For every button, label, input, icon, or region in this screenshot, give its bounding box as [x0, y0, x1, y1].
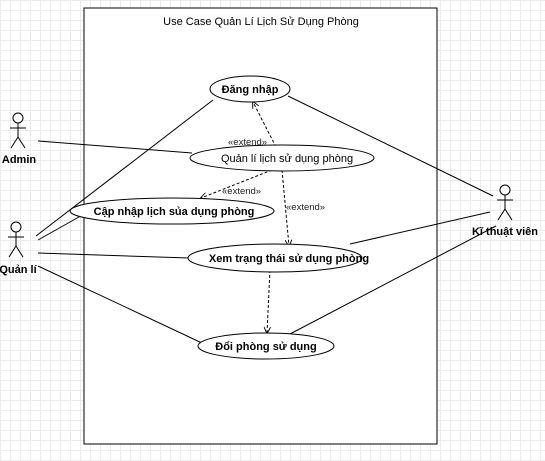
actor-head-icon	[499, 184, 511, 196]
system-title: Use Case Quản Lí Lịch Sử Dụng Phòng	[163, 16, 359, 28]
assoc-ktv-dangnhap	[287, 95, 494, 197]
actor-label-quan-li: Quản lí	[0, 264, 38, 276]
extend-relations	[201, 102, 289, 333]
actor-admin[interactable]	[10, 112, 26, 149]
assoc-quanli-capnhap	[37, 212, 87, 241]
use-case-quan-li-lich[interactable]: Quản lí lịch sử dụng phòng	[189, 144, 375, 172]
use-case-dang-nhap[interactable]: Đăng nhập	[209, 75, 291, 103]
use-case-doi-phong[interactable]: Đổi phòng sử dụng	[197, 332, 335, 360]
use-case-label: Xem trạng thái sử dụng phòng	[209, 253, 369, 265]
actor-head-icon	[10, 221, 22, 233]
actor-label-admin: Admin	[2, 154, 37, 166]
use-case-label: Quản lí lịch sử dụng phòng	[221, 153, 353, 165]
actor-quan-li[interactable]	[8, 221, 24, 258]
use-case-cap-nhap[interactable]: Cập nhập lịch sủa dụng phòng	[69, 197, 275, 225]
use-case-label: Đăng nhập	[222, 84, 279, 96]
system-boundary	[83, 7, 438, 445]
associations	[35, 95, 497, 344]
extend-arrow-to-dangnhap	[253, 102, 277, 148]
actor-head-icon	[12, 112, 24, 124]
extend-label: «extend»	[286, 202, 325, 213]
use-case-label: Cập nhập lịch sủa dụng phòng	[94, 206, 255, 218]
use-case-xem-trang-thai[interactable]: Xem trạng thái sử dụng phòng	[187, 243, 369, 273]
assoc-admin-quanlilich	[37, 140, 193, 154]
extend-label: «extend»	[228, 137, 267, 148]
extend-label: «extend»	[222, 186, 261, 197]
assoc-quanli-doiphong	[37, 265, 203, 344]
extend-arrow-to-doiphong	[267, 269, 270, 333]
assoc-quanli-xemtrangthai	[37, 252, 190, 259]
assoc-quanli-dangnhap	[35, 99, 214, 237]
assoc-ktv-doiphong	[289, 225, 497, 335]
extend-arrow-to-xemtrangthai	[281, 169, 289, 246]
assoc-ktv-xemtrangthai	[349, 211, 491, 245]
actor-ki-thuat-vien[interactable]	[497, 184, 513, 221]
use-case-label: Đổi phòng sử dụng	[215, 341, 316, 353]
extend-arrow-to-capnhap	[201, 169, 273, 198]
actor-label-ki-thuat-vien: Kĩ thuật viên	[472, 226, 538, 238]
